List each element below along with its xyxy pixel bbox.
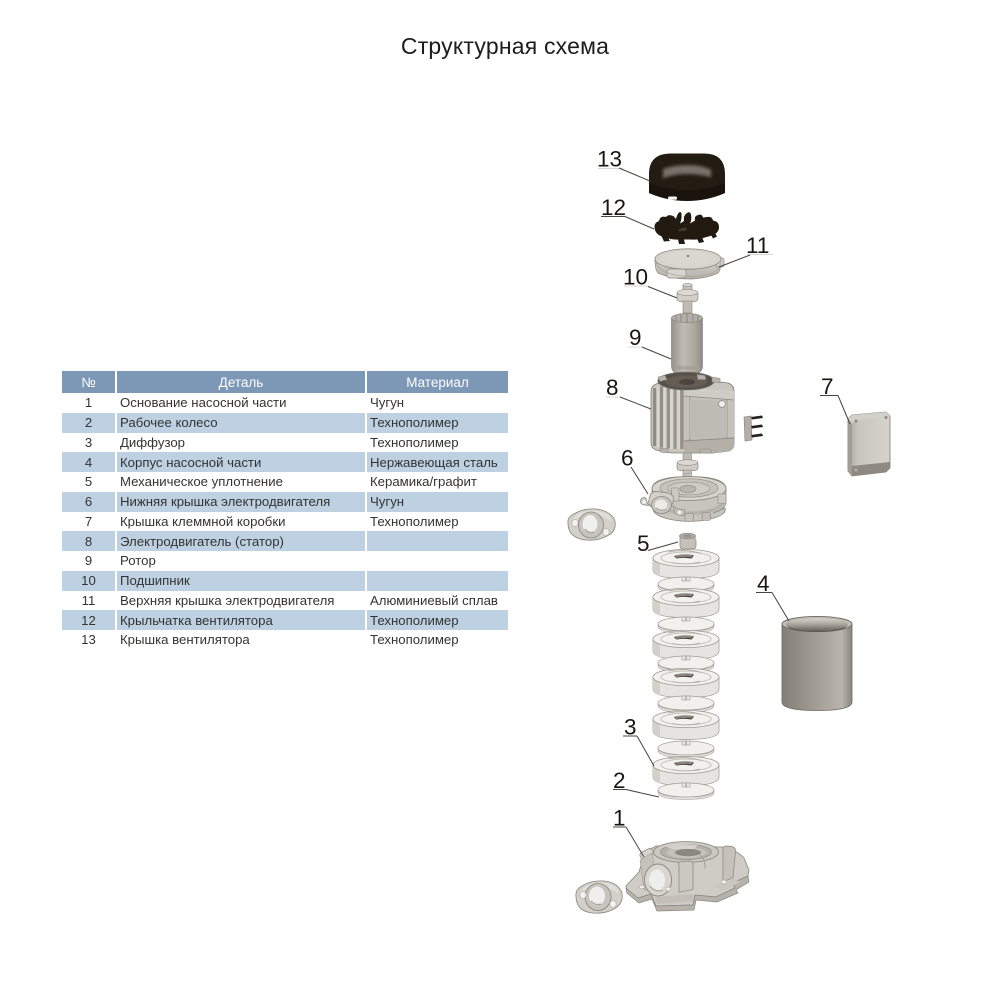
svg-text:4: 4 [757,571,770,596]
svg-text:12: 12 [601,195,626,220]
svg-text:2: 2 [613,768,626,793]
svg-text:3: 3 [624,715,637,740]
svg-text:6: 6 [621,446,634,471]
svg-text:13: 13 [597,147,622,172]
svg-text:10: 10 [623,265,648,290]
svg-text:8: 8 [606,375,619,400]
svg-text:11: 11 [746,233,769,258]
svg-text:9: 9 [629,325,642,350]
svg-text:5: 5 [637,531,650,556]
svg-text:1: 1 [613,806,626,831]
svg-text:7: 7 [821,374,834,399]
